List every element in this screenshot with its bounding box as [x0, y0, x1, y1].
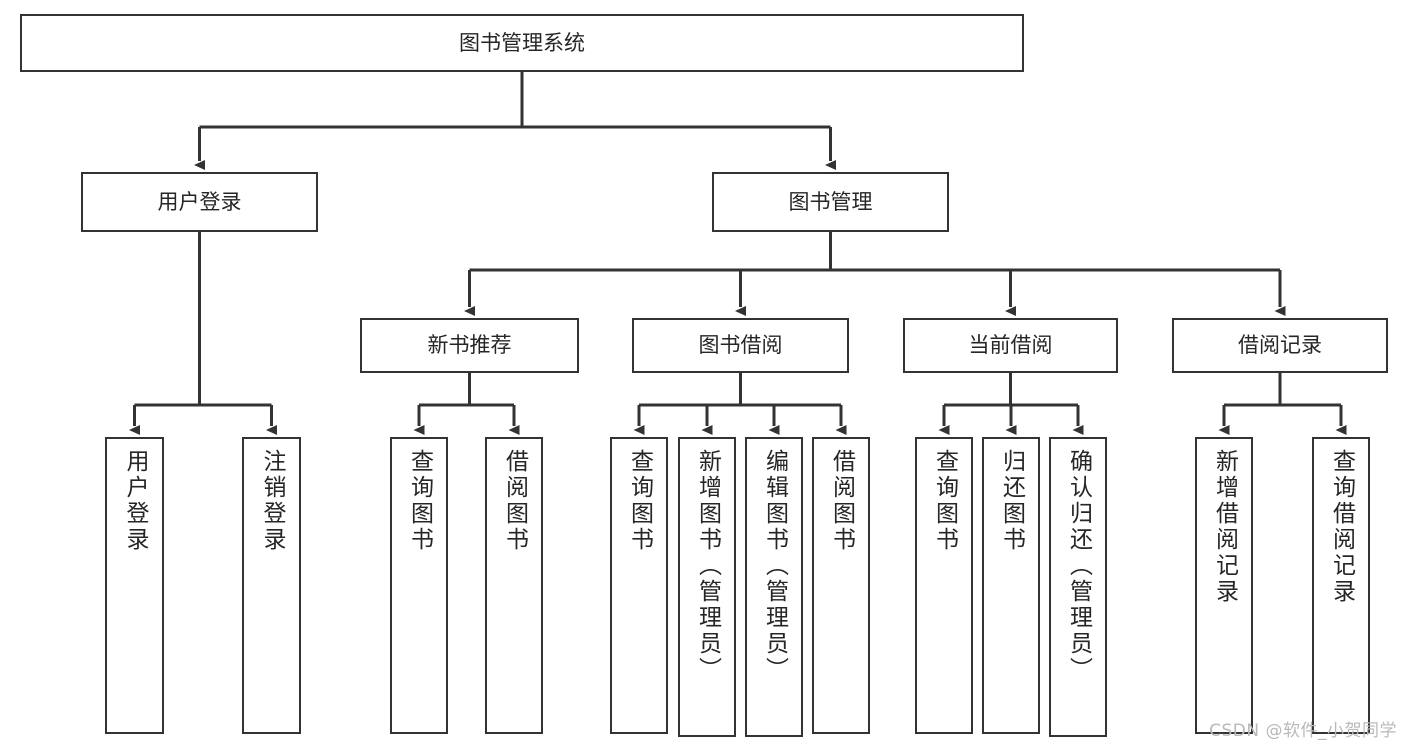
- node-leaf-query-book-1[interactable]: 查询图书: [390, 437, 448, 734]
- node-label: 确认归还（管理员）: [1065, 449, 1092, 683]
- node-current-borrow[interactable]: 当前借阅: [903, 318, 1118, 373]
- node-label: 图书管理系统: [459, 30, 585, 55]
- node-leaf-user-login[interactable]: 用户登录: [105, 437, 164, 734]
- node-leaf-query-record[interactable]: 查询借阅记录: [1312, 437, 1370, 734]
- node-label: 图书管理: [788, 189, 873, 214]
- node-label: 图书借阅: [698, 333, 783, 358]
- node-borrow-record[interactable]: 借阅记录: [1172, 318, 1388, 373]
- node-label: 用户登录: [122, 449, 148, 553]
- node-leaf-query-book-3[interactable]: 查询图书: [915, 437, 973, 734]
- node-leaf-add-record[interactable]: 新增借阅记录: [1195, 437, 1253, 734]
- node-leaf-query-book-2[interactable]: 查询图书: [610, 437, 668, 734]
- node-label: 新书推荐: [427, 333, 512, 358]
- node-new-book-rec[interactable]: 新书推荐: [360, 318, 579, 373]
- node-label: 查询图书: [931, 449, 958, 553]
- node-label: 借阅图书: [828, 449, 855, 553]
- node-leaf-borrow-book-1[interactable]: 借阅图书: [485, 437, 543, 734]
- node-root[interactable]: 图书管理系统: [20, 14, 1024, 72]
- node-label: 归还图书: [998, 449, 1025, 553]
- node-label: 借阅记录: [1238, 333, 1322, 358]
- node-label: 新增图书（管理员）: [694, 449, 721, 683]
- node-leaf-add-book[interactable]: 新增图书（管理员）: [678, 437, 736, 737]
- node-leaf-return-book[interactable]: 归还图书: [982, 437, 1040, 734]
- node-label: 新增借阅记录: [1211, 449, 1238, 605]
- node-user-login[interactable]: 用户登录: [81, 172, 318, 232]
- node-leaf-user-logout[interactable]: 注销登录: [242, 437, 301, 734]
- node-label: 编辑图书（管理员）: [761, 449, 788, 683]
- node-leaf-borrow-book-2[interactable]: 借阅图书: [812, 437, 870, 734]
- node-book-manage[interactable]: 图书管理: [712, 172, 949, 232]
- node-label: 查询借阅记录: [1328, 449, 1355, 605]
- node-label: 查询图书: [626, 449, 653, 553]
- node-book-borrow[interactable]: 图书借阅: [632, 318, 849, 373]
- node-label: 当前借阅: [968, 333, 1053, 358]
- node-label: 借阅图书: [501, 449, 528, 553]
- node-label: 查询图书: [406, 449, 433, 553]
- node-label: 用户登录: [157, 189, 242, 214]
- node-label: 注销登录: [259, 449, 285, 553]
- node-leaf-confirm-return[interactable]: 确认归还（管理员）: [1049, 437, 1107, 737]
- csdn-watermark: CSDN @软件_小贺同学: [1209, 721, 1397, 741]
- node-leaf-edit-book[interactable]: 编辑图书（管理员）: [745, 437, 803, 737]
